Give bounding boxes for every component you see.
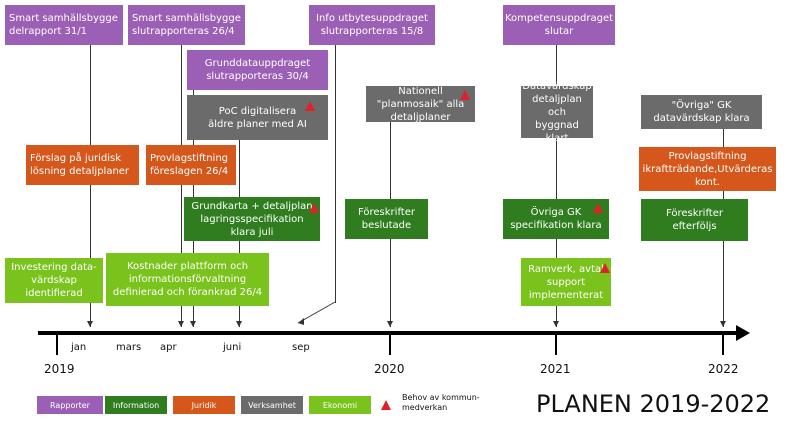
box-poc-digitalisera: PoC digitalisera äldre planer med AI — [187, 95, 328, 140]
box-nationell-planmosaik: Nationell "planmosaik" alla detaljplaner — [366, 86, 475, 123]
box-ovriga-gk-datavardskap: "Övriga" GK datavärdskap klara — [641, 95, 762, 129]
year-label-2019: 2019 — [44, 362, 75, 376]
year-tick — [56, 333, 58, 355]
box-datavardskap-detaljplan: Datavärdskap detaljplan och byggnad klar… — [521, 80, 593, 144]
page-title: PLANEN 2019-2022 — [536, 390, 771, 418]
year-label-2021: 2021 — [540, 362, 571, 376]
connector-diagonal — [297, 301, 336, 325]
box-grundkarta-detaljplan: Grundkarta + detaljplan lagringsspecifik… — [184, 197, 320, 241]
timeline-arrowhead — [736, 325, 750, 341]
legend-ekonomi: Ekonomi — [309, 396, 371, 414]
month-label-jan: jan — [71, 342, 87, 353]
behov-marker — [309, 203, 319, 213]
legend-behov-label: Behov av kommun- medverkan — [402, 393, 480, 412]
box-foreskrifter-beslutade: Föreskrifter beslutade — [345, 199, 428, 239]
box-info-utbytesuppdraget: Info utbytesuppdraget slutrapporteras 15… — [309, 5, 435, 45]
legend-information: Information — [105, 396, 167, 414]
box-kompetensuppdraget: Kompetensuppdraget slutar — [503, 5, 615, 45]
box-foreskrifter-efterfoljs: Föreskrifter efterföljs — [641, 199, 748, 241]
legend-behov-marker — [381, 400, 391, 410]
month-label-apr: apr — [160, 342, 177, 353]
box-ramverk-avtal: Ramverk, avtal support implementerat — [521, 258, 611, 306]
legend-verksamhet: Verksamhet — [241, 396, 303, 414]
year-label-2022: 2022 — [708, 362, 739, 376]
box-ovriga-gk-specifikation: Övriga GK specifikation klara — [503, 199, 609, 239]
timeline-axis — [38, 331, 738, 335]
connector-line — [335, 45, 336, 303]
month-label-mars: mars — [116, 342, 142, 353]
behov-marker — [600, 263, 610, 273]
behov-marker — [305, 101, 315, 111]
month-label-sep: sep — [292, 342, 310, 353]
year-label-2020: 2020 — [374, 362, 405, 376]
legend-rapporter: Rapporter — [37, 396, 103, 414]
box-smart-samhallsbygge-delrapport: Smart samhällsbygge delrapport 31/1 — [5, 5, 123, 45]
box-provlagstiftning-ikrafttradande: Provlagstiftning ikraftträdande,Utvärder… — [639, 147, 776, 191]
box-smart-samhallsbygge-slutrapport: Smart samhällsbygge slutrapporteras 26/4 — [128, 5, 245, 45]
connector-line — [90, 45, 91, 327]
year-tick — [555, 333, 557, 355]
year-tick — [389, 333, 391, 355]
box-kostnader-plattform: Kostnader plattform och informationsförv… — [106, 253, 269, 306]
behov-marker — [460, 90, 470, 100]
legend-juridik: Juridik — [173, 396, 235, 414]
box-provlagstiftning-foreslagen: Provlagstiftning föreslagen 26/4 — [146, 145, 236, 185]
connector-line — [556, 45, 557, 327]
box-forslag-juridisk-losning: Förslag på juridisk lösning detaljplaner — [26, 145, 139, 185]
year-tick — [722, 333, 724, 355]
behov-marker — [593, 203, 603, 213]
connector-line — [181, 45, 182, 327]
box-investering-datavardskap: Investering data- värdskap identifierad — [5, 258, 103, 303]
month-label-juni: juni — [223, 342, 242, 353]
box-grunddatauppdraget: Grunddatauppdraget slutrapporteras 30/4 — [187, 50, 328, 90]
